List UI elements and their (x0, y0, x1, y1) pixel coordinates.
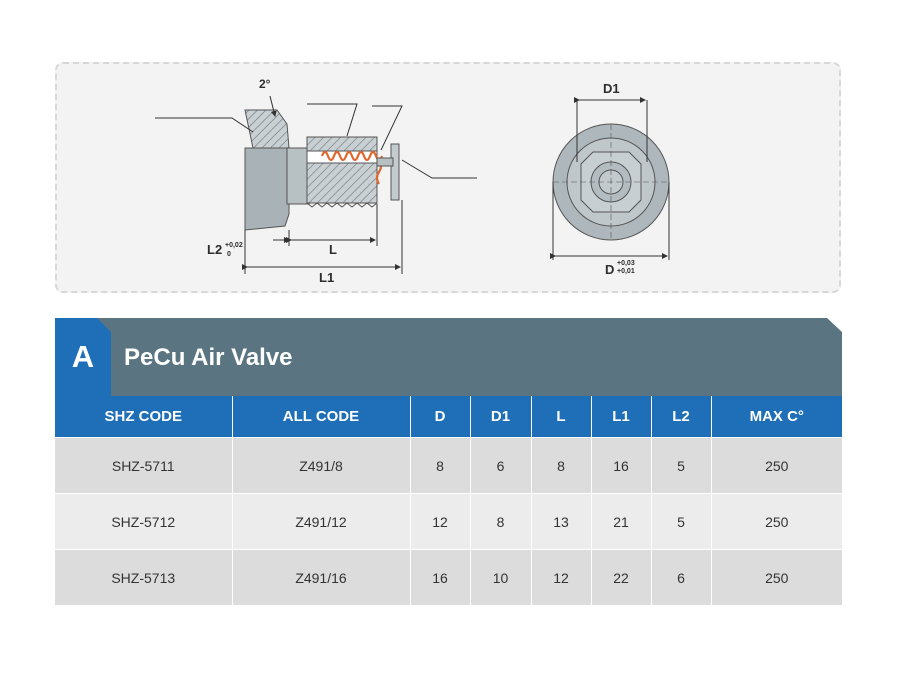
valve-drawing: 2° L2 +0,02 0 L L1 (155, 77, 670, 285)
cell-d1: 6 (470, 437, 532, 494)
cell-l: 12 (531, 549, 592, 605)
header-d: D (410, 396, 471, 438)
cell-max-temp: 250 (711, 437, 842, 494)
table-header-row: SHZ CODE ALL CODE D D1 L L1 L2 MAX C° (55, 396, 842, 438)
d-tolerance-lower: +0,01 (617, 268, 635, 275)
d1-dimension-label: D1 (603, 81, 620, 96)
cell-d1: 10 (470, 549, 532, 605)
l1-dimension-label: L1 (319, 270, 334, 285)
cell-all-code: Z491/8 (232, 437, 411, 494)
cell-max-temp: 250 (711, 549, 842, 605)
cell-shz-code: SHZ-5711 (55, 437, 233, 494)
cell-l2: 5 (651, 437, 712, 494)
cell-d: 12 (410, 493, 471, 550)
d-dimension-label: D (605, 262, 614, 277)
cell-l1: 22 (591, 549, 652, 605)
cell-d1: 8 (470, 493, 532, 550)
header-all-code: ALL CODE (232, 396, 411, 438)
cell-max-temp: 250 (711, 493, 842, 550)
l2-tolerance-lower: 0 (227, 251, 231, 258)
cell-d: 16 (410, 549, 471, 605)
l-dimension-label: L (329, 242, 337, 257)
cell-l: 8 (531, 437, 592, 494)
d-tolerance-upper: +0,03 (617, 260, 635, 267)
section-header: A PeCu Air Valve (55, 318, 842, 396)
l2-tolerance-upper: +0,02 (225, 242, 243, 249)
header-l: L (531, 396, 592, 438)
section-banner-shape (55, 318, 842, 396)
angle-label: 2° (259, 77, 271, 91)
cell-d: 8 (410, 437, 471, 494)
end-view: D1 D +0,03 +0,01 (550, 81, 670, 277)
table-row: SHZ-5713 Z491/16 16 10 12 22 6 250 (55, 549, 842, 605)
table-row: SHZ-5712 Z491/12 12 8 13 21 5 250 (55, 493, 842, 550)
cell-l2: 6 (651, 549, 712, 605)
spec-table: SHZ CODE ALL CODE D D1 L L1 L2 MAX C° SH… (55, 396, 842, 605)
cell-l1: 16 (591, 437, 652, 494)
cell-all-code: Z491/16 (232, 549, 411, 605)
section-letter: A (71, 339, 95, 374)
section-title: PeCu Air Valve (124, 344, 293, 371)
header-l2: L2 (651, 396, 712, 438)
l2-dimension-label: L2 (207, 242, 222, 257)
side-section-view: 2° L2 +0,02 0 L L1 (155, 77, 477, 285)
cell-shz-code: SHZ-5712 (55, 493, 233, 550)
header-shz-code: SHZ CODE (55, 396, 233, 438)
cell-shz-code: SHZ-5713 (55, 549, 233, 605)
cell-l: 13 (531, 493, 592, 550)
header-d1: D1 (470, 396, 532, 438)
cell-l2: 5 (651, 493, 712, 550)
technical-drawing-panel: 2° L2 +0,02 0 L L1 (55, 62, 841, 293)
header-max-temp: MAX C° (711, 396, 842, 438)
table-row: SHZ-5711 Z491/8 8 6 8 16 5 250 (55, 437, 842, 494)
header-l1: L1 (591, 396, 652, 438)
cell-all-code: Z491/12 (232, 493, 411, 550)
cell-l1: 21 (591, 493, 652, 550)
